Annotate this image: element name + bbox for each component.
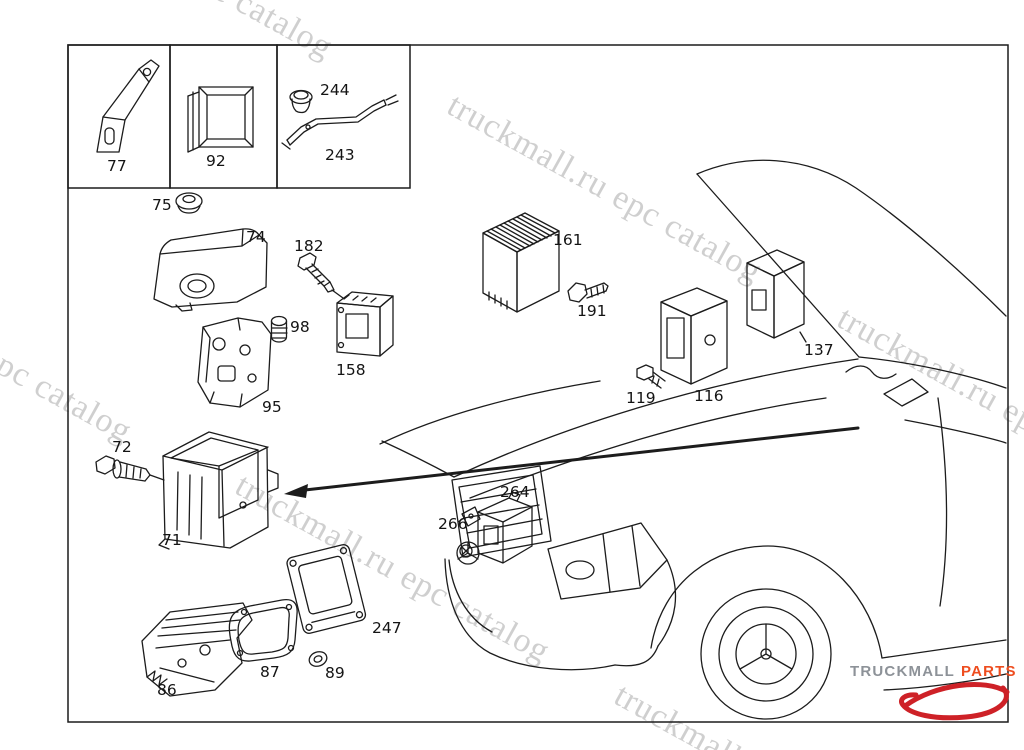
part-number-92[interactable]: 92: [206, 152, 226, 170]
part-247-control-module: [286, 544, 367, 634]
part-89-grommet: [308, 651, 328, 667]
part-243-strip: [281, 94, 399, 150]
watermark-text: truckmall.ru epc catalog: [831, 300, 1024, 504]
part-244-nut: [289, 89, 313, 114]
truckmall-logo: TRUCKMALL PARTS: [850, 663, 1017, 721]
part-92-pad: [187, 86, 254, 153]
part-number-87[interactable]: 87: [260, 663, 280, 681]
part-number-182[interactable]: 182: [294, 237, 324, 255]
watermark-text: truckmall.ru epc catalog: [12, 0, 339, 66]
part-116-control-module: [660, 287, 728, 385]
part-77-bracket: [96, 59, 160, 153]
part-number-191[interactable]: 191: [577, 302, 607, 320]
part-number-77[interactable]: 77: [107, 157, 127, 175]
part-number-86[interactable]: 86: [157, 681, 177, 699]
part-number-264[interactable]: 264: [500, 483, 530, 501]
part-number-119[interactable]: 119: [626, 389, 656, 407]
callout-labels: 77 92 244 243 75 74 182 98 158 95 72 71 …: [107, 81, 834, 699]
watermark-text: truckmall.ru epc catalog: [441, 87, 768, 291]
part-number-95[interactable]: 95: [262, 398, 282, 416]
part-158-control-module: [336, 291, 394, 357]
part-74-cover: [153, 228, 268, 312]
part-number-98[interactable]: 98: [290, 318, 310, 336]
part-number-247[interactable]: 247: [372, 619, 402, 637]
logo-parts-text: PARTS: [961, 663, 1017, 680]
part-number-72[interactable]: 72: [112, 438, 132, 456]
part-71-housing: [158, 431, 279, 550]
part-number-74[interactable]: 74: [246, 228, 266, 246]
part-75-grommet: [175, 192, 203, 214]
part-161-ecu: [482, 212, 560, 313]
watermark-text: truckmall.ru epc catalog: [608, 677, 935, 750]
diagram-frame: [67, 44, 1009, 723]
part-137-control-module: [746, 249, 807, 343]
part-number-116[interactable]: 116: [694, 387, 724, 405]
location-pointer: [284, 426, 860, 498]
part-number-244[interactable]: 244: [320, 81, 350, 99]
part-number-71[interactable]: 71: [162, 531, 182, 549]
inset-box-243-244: [276, 44, 411, 189]
part-95-mounting-plate: [197, 317, 272, 408]
part-98-plug: [270, 315, 288, 343]
part-number-75[interactable]: 75: [152, 196, 172, 214]
part-191-bolt: [567, 282, 609, 303]
part-72-bolt: [95, 455, 165, 482]
part-119-bolt: [636, 364, 666, 389]
part-87-gasket: [228, 598, 298, 662]
watermark-text: truckmall.ru epc catalog: [0, 247, 138, 451]
logo-swoosh-icon: [899, 681, 1010, 721]
part-182-bolt: [297, 252, 344, 299]
logo-truckmall-text: TRUCKMALL: [850, 663, 955, 680]
part-number-89[interactable]: 89: [325, 664, 345, 682]
vehicle-illustration: [379, 159, 1007, 720]
part-number-161[interactable]: 161: [553, 231, 583, 249]
part-number-243[interactable]: 243: [325, 146, 355, 164]
part-number-158[interactable]: 158: [336, 361, 366, 379]
part-number-137[interactable]: 137: [804, 341, 834, 359]
part-number-266[interactable]: 266: [438, 515, 468, 533]
